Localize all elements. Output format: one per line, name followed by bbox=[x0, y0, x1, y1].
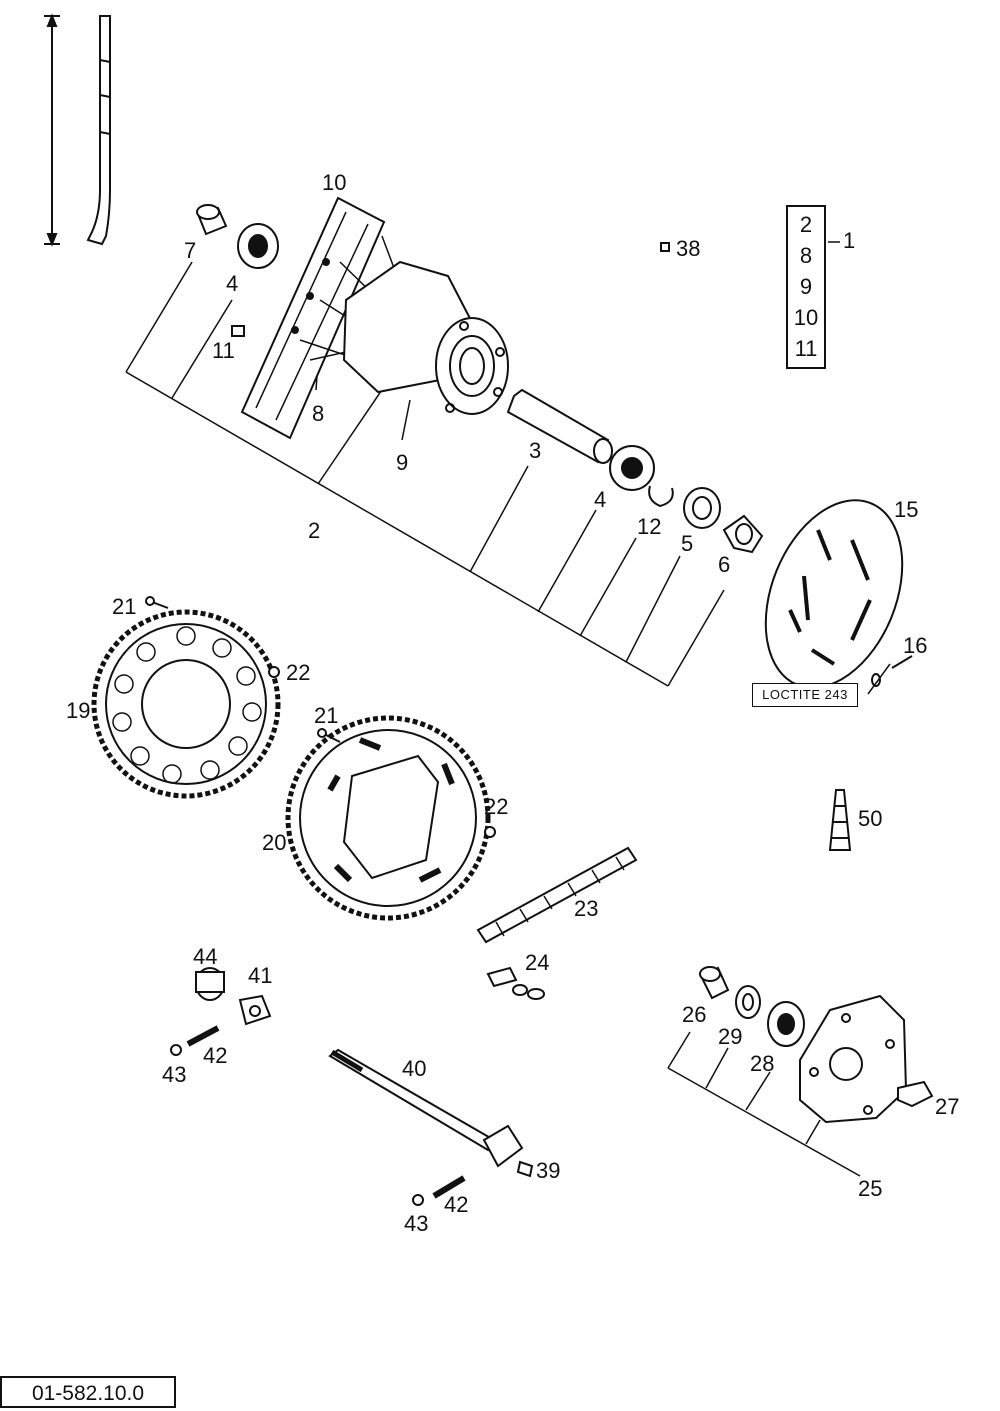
axle-nut-39 bbox=[516, 1160, 534, 1178]
bearing-28 bbox=[767, 1001, 805, 1047]
callout-24: 24 bbox=[525, 950, 550, 975]
sprocket-nut-22-b bbox=[484, 826, 496, 838]
callout-8: 8 bbox=[312, 401, 325, 426]
callout-50: 50 bbox=[858, 806, 883, 831]
spacer-bushing-7 bbox=[196, 204, 228, 236]
grease-tube-50 bbox=[828, 789, 852, 851]
callout-22b: 22 bbox=[484, 794, 509, 819]
adjuster-nut-43-b bbox=[412, 1194, 424, 1206]
circlip-12 bbox=[648, 485, 674, 508]
callout-2: 2 bbox=[308, 518, 321, 543]
callout-4b: 4 bbox=[594, 487, 607, 512]
chain-adjuster-41 bbox=[238, 994, 272, 1026]
callout-22a: 22 bbox=[286, 660, 311, 685]
wheel-rim bbox=[240, 196, 386, 440]
callout-11: 11 bbox=[212, 338, 235, 363]
callout-40: 40 bbox=[402, 1056, 427, 1081]
disc-screw-16 bbox=[871, 655, 913, 687]
callout-42b: 42 bbox=[444, 1192, 469, 1217]
callout-28: 28 bbox=[750, 1051, 775, 1076]
chain-23 bbox=[476, 846, 638, 944]
callout-21b: 21 bbox=[314, 703, 339, 728]
kit-item: 10 bbox=[793, 305, 819, 331]
damper-27 bbox=[897, 1080, 934, 1108]
bearing-4-left bbox=[237, 223, 279, 269]
wheel-hub bbox=[342, 260, 509, 415]
callout-43b: 43 bbox=[404, 1211, 429, 1236]
roller-44 bbox=[195, 967, 225, 1001]
callout-27: 27 bbox=[935, 1094, 960, 1119]
callout-19: 19 bbox=[66, 698, 91, 723]
callout-6: 6 bbox=[718, 552, 731, 577]
spoke-gauge bbox=[44, 13, 111, 247]
kit-item: 11 bbox=[794, 336, 818, 362]
callout-4: 4 bbox=[226, 271, 239, 296]
callout-3: 3 bbox=[529, 438, 542, 463]
seal-29 bbox=[735, 985, 761, 1019]
sprocket-bolt-21-a bbox=[145, 596, 169, 609]
sprocket-20 bbox=[285, 715, 491, 921]
kit-item: 2 bbox=[799, 211, 813, 237]
callout-20: 20 bbox=[262, 830, 287, 855]
sprocket-19 bbox=[91, 609, 281, 799]
kit-contents-box: 2 8 9 10 11 bbox=[786, 205, 826, 369]
callout-15: 15 bbox=[894, 497, 919, 522]
callout-1: 1 bbox=[843, 228, 856, 253]
drawing-number: 01-582.10.0 bbox=[0, 1376, 176, 1408]
adjuster-bolt-42-b bbox=[432, 1175, 466, 1199]
bearing-4-right bbox=[609, 445, 655, 491]
callout-16: 16 bbox=[903, 633, 928, 658]
shaft-seal-5 bbox=[683, 487, 721, 529]
callout-5: 5 bbox=[681, 531, 694, 556]
adjuster-nut-43-a bbox=[170, 1044, 182, 1056]
callout-25: 25 bbox=[858, 1176, 883, 1201]
kit-item: 9 bbox=[799, 273, 813, 299]
callout-29: 29 bbox=[718, 1024, 743, 1049]
adjuster-bolt-42-a bbox=[186, 1025, 220, 1047]
leader-lines bbox=[125, 241, 891, 1177]
spacer-6 bbox=[722, 514, 764, 554]
wheel-axle-40 bbox=[328, 1048, 524, 1168]
callout-42a: 42 bbox=[203, 1043, 228, 1068]
sprocket-nut-22-a bbox=[268, 666, 280, 678]
callout-10: 10 bbox=[322, 170, 347, 195]
callout-21a: 21 bbox=[112, 594, 137, 619]
callout-12: 12 bbox=[637, 514, 662, 539]
chain-link-24 bbox=[486, 966, 545, 1000]
nut-38-icon bbox=[660, 242, 670, 252]
callout-39: 39 bbox=[536, 1158, 561, 1183]
callout-41: 41 bbox=[248, 963, 273, 988]
callout-23: 23 bbox=[574, 896, 599, 921]
loctite-note: LOCTITE 243 bbox=[752, 683, 858, 707]
sprocket-carrier-25 bbox=[799, 994, 908, 1124]
callout-9: 9 bbox=[396, 450, 409, 475]
axle-spacer-3 bbox=[506, 388, 613, 464]
sprocket-bolt-21-b bbox=[317, 728, 341, 743]
sprocket-19-holes bbox=[112, 626, 262, 784]
kit-item: 8 bbox=[799, 242, 813, 268]
callout-26: 26 bbox=[682, 1002, 707, 1027]
callout-38: 38 bbox=[676, 236, 701, 261]
callout-43a: 43 bbox=[162, 1062, 187, 1087]
rim-bolt-11 bbox=[231, 325, 245, 337]
bushing-26 bbox=[699, 966, 730, 1000]
callout-7: 7 bbox=[184, 238, 197, 263]
callout-44: 44 bbox=[193, 944, 218, 969]
